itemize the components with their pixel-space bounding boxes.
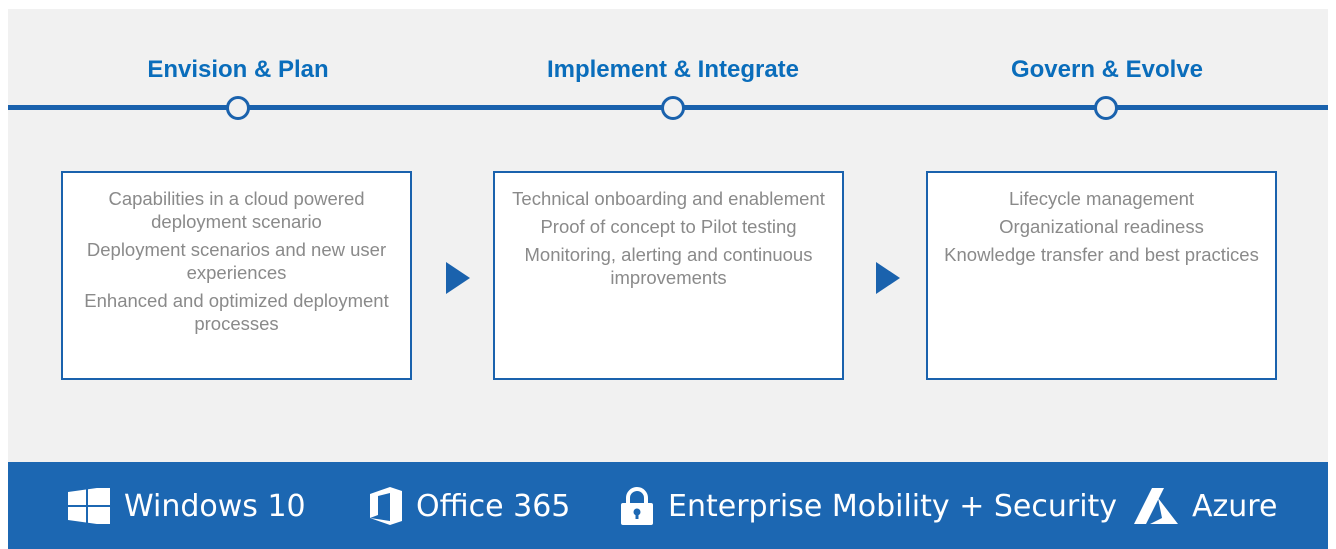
product-label: Azure: [1192, 488, 1278, 524]
azure-logo-icon: [1134, 488, 1178, 524]
phase-item: Technical onboarding and enablement: [512, 188, 825, 209]
phase-title-implement: Implement & Integrate: [546, 56, 800, 83]
product-label: Enterprise Mobility + Security: [668, 488, 1118, 524]
phase-box-implement: Technical onboarding and enablement Proo…: [493, 171, 844, 380]
phase-title-envision: Envision & Plan: [147, 56, 329, 83]
phase-item: Deployment scenarios and new user experi…: [86, 239, 387, 283]
flow-arrow-icon: [446, 262, 470, 294]
phase-box-govern: Lifecycle management Organizational read…: [926, 171, 1277, 380]
phase-item: Knowledge transfer and best practices: [944, 244, 1259, 265]
phase-item: Lifecycle management: [1008, 188, 1195, 209]
timeline-node-envision: [226, 96, 250, 120]
product-azure: Azure: [1134, 486, 1277, 526]
phase-box-envision: Capabilities in a cloud powered deployme…: [61, 171, 412, 380]
product-label: Office 365: [416, 488, 571, 524]
office-logo-icon: [370, 487, 402, 525]
flow-arrow-icon: [876, 262, 900, 294]
product-office: Office 365: [370, 486, 570, 526]
phase-item: Organizational readiness: [999, 216, 1204, 237]
windows-logo-icon: [68, 488, 110, 524]
phase-item: Capabilities in a cloud powered deployme…: [108, 188, 365, 232]
timeline-node-implement: [661, 96, 685, 120]
product-ems: Enterprise Mobility + Security: [620, 486, 1117, 526]
lock-icon: [620, 487, 654, 525]
timeline-node-govern: [1094, 96, 1118, 120]
phase-title-govern: Govern & Evolve: [1010, 56, 1204, 83]
product-bar: [8, 462, 1328, 549]
phase-item: Proof of concept to Pilot testing: [540, 216, 797, 237]
phase-item: Enhanced and optimized deployment proces…: [84, 290, 389, 334]
phase-item: Monitoring, alerting and continuous impr…: [524, 244, 813, 288]
product-label: Windows 10: [124, 488, 306, 524]
product-windows: Windows 10: [68, 486, 306, 526]
